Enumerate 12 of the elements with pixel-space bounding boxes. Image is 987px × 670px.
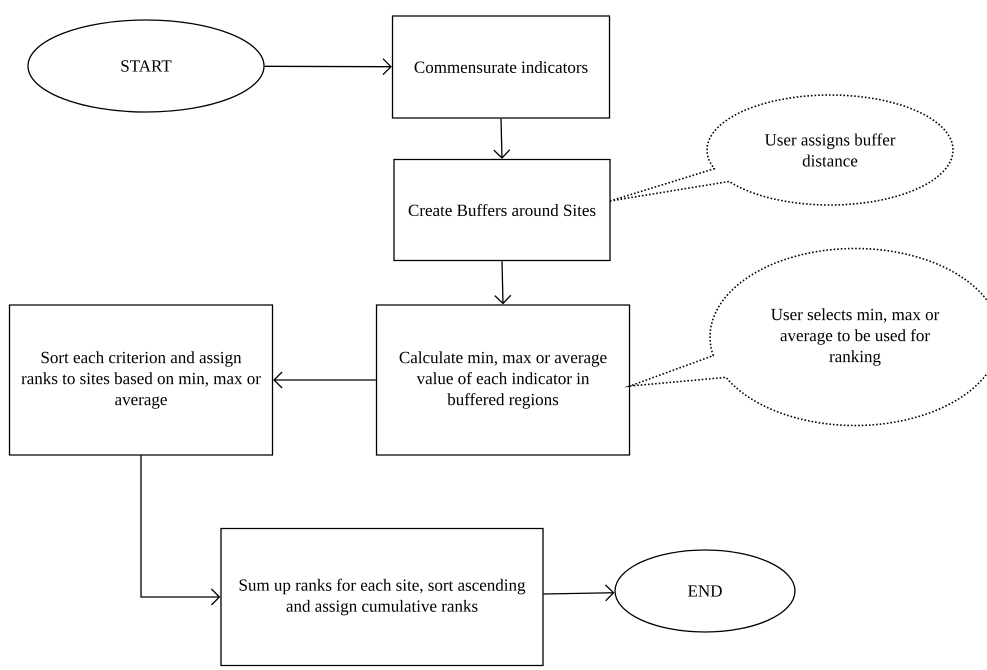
arrow — [140, 456, 220, 606]
arrow — [273, 372, 376, 388]
arrow — [494, 261, 512, 304]
process-box: Sort each criterion and assign ranks to sites based on min, max or average — [8, 304, 274, 456]
process-box: Calculate min, max or average value of each indicator in buffered regions — [376, 304, 630, 456]
process-box: Create Buffers around Sites — [393, 158, 611, 262]
process-box: Commensurate indicators — [392, 15, 610, 119]
process-box: Sum up ranks for each site, sort ascending and assign cumulative ranks — [220, 528, 544, 666]
arrow — [264, 58, 392, 76]
callout-bubble: User assigns buffer distance — [609, 94, 954, 206]
arrow — [544, 584, 614, 602]
arrow — [493, 118, 510, 159]
